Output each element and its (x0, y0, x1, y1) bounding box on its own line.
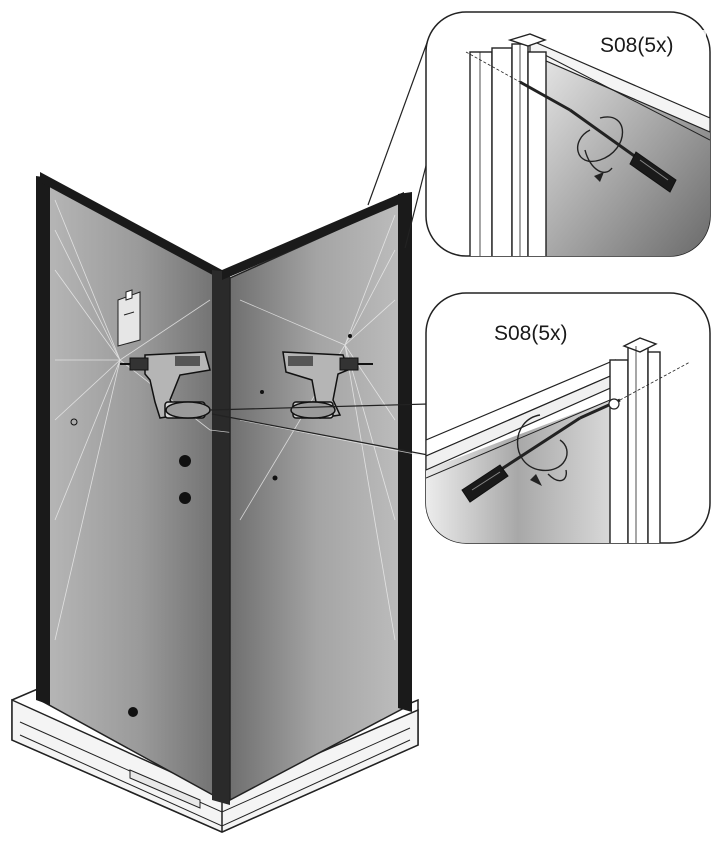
corner-profile (212, 270, 230, 805)
screw-mark (260, 390, 264, 394)
detail-top-rail (529, 39, 710, 133)
tray-step (129, 769, 201, 809)
detail-glass (426, 400, 610, 543)
screw-icon (465, 51, 571, 112)
part-code-label: S08(5x) (600, 34, 674, 57)
right-panel-glass (229, 198, 405, 802)
screw-mark (348, 334, 352, 338)
left-wall-profile (36, 176, 50, 705)
left-top-profile (40, 172, 222, 280)
rotation-arrow-icon (577, 116, 624, 163)
screw-icon (579, 361, 691, 420)
part-code-label: S08(5x) (494, 322, 568, 345)
screw-mark (272, 475, 278, 481)
mounting-hole (128, 707, 138, 717)
detail-vertical-profile (609, 337, 661, 543)
right-top-profile (222, 192, 404, 280)
detail-callout-top: S08(5x) (425, 11, 711, 257)
left-glass-panel (36, 172, 421, 805)
screwdriver-icon (569, 108, 677, 193)
screwdriver-icon (461, 416, 581, 503)
detail-vertical-profile (469, 33, 547, 256)
screw-mark (70, 418, 78, 426)
junction-box (117, 289, 141, 347)
rotation-arrow-icon (516, 414, 568, 472)
right-glass-panel (222, 192, 421, 802)
mounting-hole (179, 492, 191, 504)
mounting-hole (179, 455, 191, 467)
callout-leaders (209, 39, 431, 456)
detail-callout-bottom: S08(5x) (425, 292, 711, 544)
detail-glass (545, 50, 710, 256)
cordless-drill-icon (120, 351, 211, 419)
cordless-drill-icon (282, 351, 373, 419)
